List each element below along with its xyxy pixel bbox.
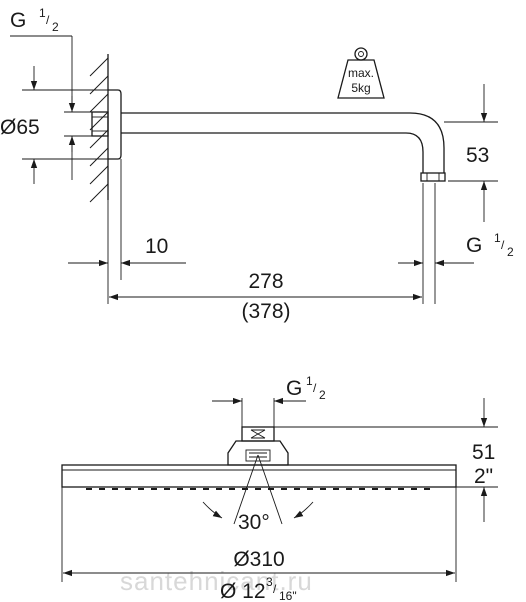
thread-label-outlet: G 1 / 2 <box>398 183 514 304</box>
shower-arm-side-view <box>89 54 446 203</box>
weight-badge-line1: max. <box>348 66 374 80</box>
thread-outlet-num: 1 <box>494 231 501 245</box>
thread-outlet-den: 2 <box>507 245 514 259</box>
inlet-thread-num: 1 <box>306 374 313 388</box>
head-diameter-mm: Ø310 <box>233 548 284 571</box>
head-diameter-in-den: 16" <box>279 589 297 602</box>
inlet-thread-slash: / <box>313 381 317 395</box>
head-height-dimension: 51 2" <box>274 398 498 522</box>
wall-flange <box>108 89 122 160</box>
arm-length-alt-label: (378) <box>241 300 290 323</box>
thread-wall-num: 1 <box>39 6 46 20</box>
inlet-thread-dimension: G 1 / 2 <box>212 374 326 427</box>
swivel-angle-label: 30° <box>238 511 270 534</box>
head-plate <box>61 464 457 488</box>
wall-hatch <box>89 54 109 203</box>
thread-outlet-main: G <box>466 234 482 257</box>
thread-wall-den: 2 <box>52 20 59 34</box>
max-weight-badge: max. 5kg <box>337 47 385 99</box>
arm-outer-edge <box>121 112 445 173</box>
wall-gap-label: 10 <box>145 235 168 258</box>
head-height-in: 2" <box>474 465 493 488</box>
outlet-nut <box>420 172 446 182</box>
head-diameter-dimension: Ø310 Ø 12 3 / 16" <box>61 487 457 602</box>
thread-wall-main: G <box>10 9 26 32</box>
arm-drop-label: 53 <box>466 144 489 167</box>
inlet-thread-main: G <box>286 377 302 400</box>
thread-wall-slash: / <box>46 13 50 27</box>
arm-length-dimension: 278 (378) <box>109 270 422 323</box>
arm-drop-dimension: 53 <box>444 84 498 222</box>
inlet-thread-den: 2 <box>319 388 326 402</box>
arm-length-label: 278 <box>248 270 283 293</box>
thread-label-wall: G 1 / 2 <box>10 6 73 180</box>
head-diameter-in-whole: Ø 12 <box>220 580 266 602</box>
head-diameter-in-slash: / <box>273 582 277 596</box>
head-shower-view <box>61 426 457 490</box>
swivel-angle: 30° <box>202 454 314 534</box>
wall-thread-stub <box>91 111 109 137</box>
head-diameter-in-num: 3 <box>266 575 273 589</box>
flange-diameter-label: Ø65 <box>0 116 40 139</box>
wall-gap-dimension: 10 <box>68 159 186 304</box>
thread-outlet-slash: / <box>501 238 505 252</box>
flange-diameter-dimension: Ø65 <box>0 66 108 184</box>
weight-badge-line2: 5kg <box>351 81 370 95</box>
arm-inner-edge <box>121 132 424 173</box>
head-height-mm: 51 <box>472 441 495 464</box>
